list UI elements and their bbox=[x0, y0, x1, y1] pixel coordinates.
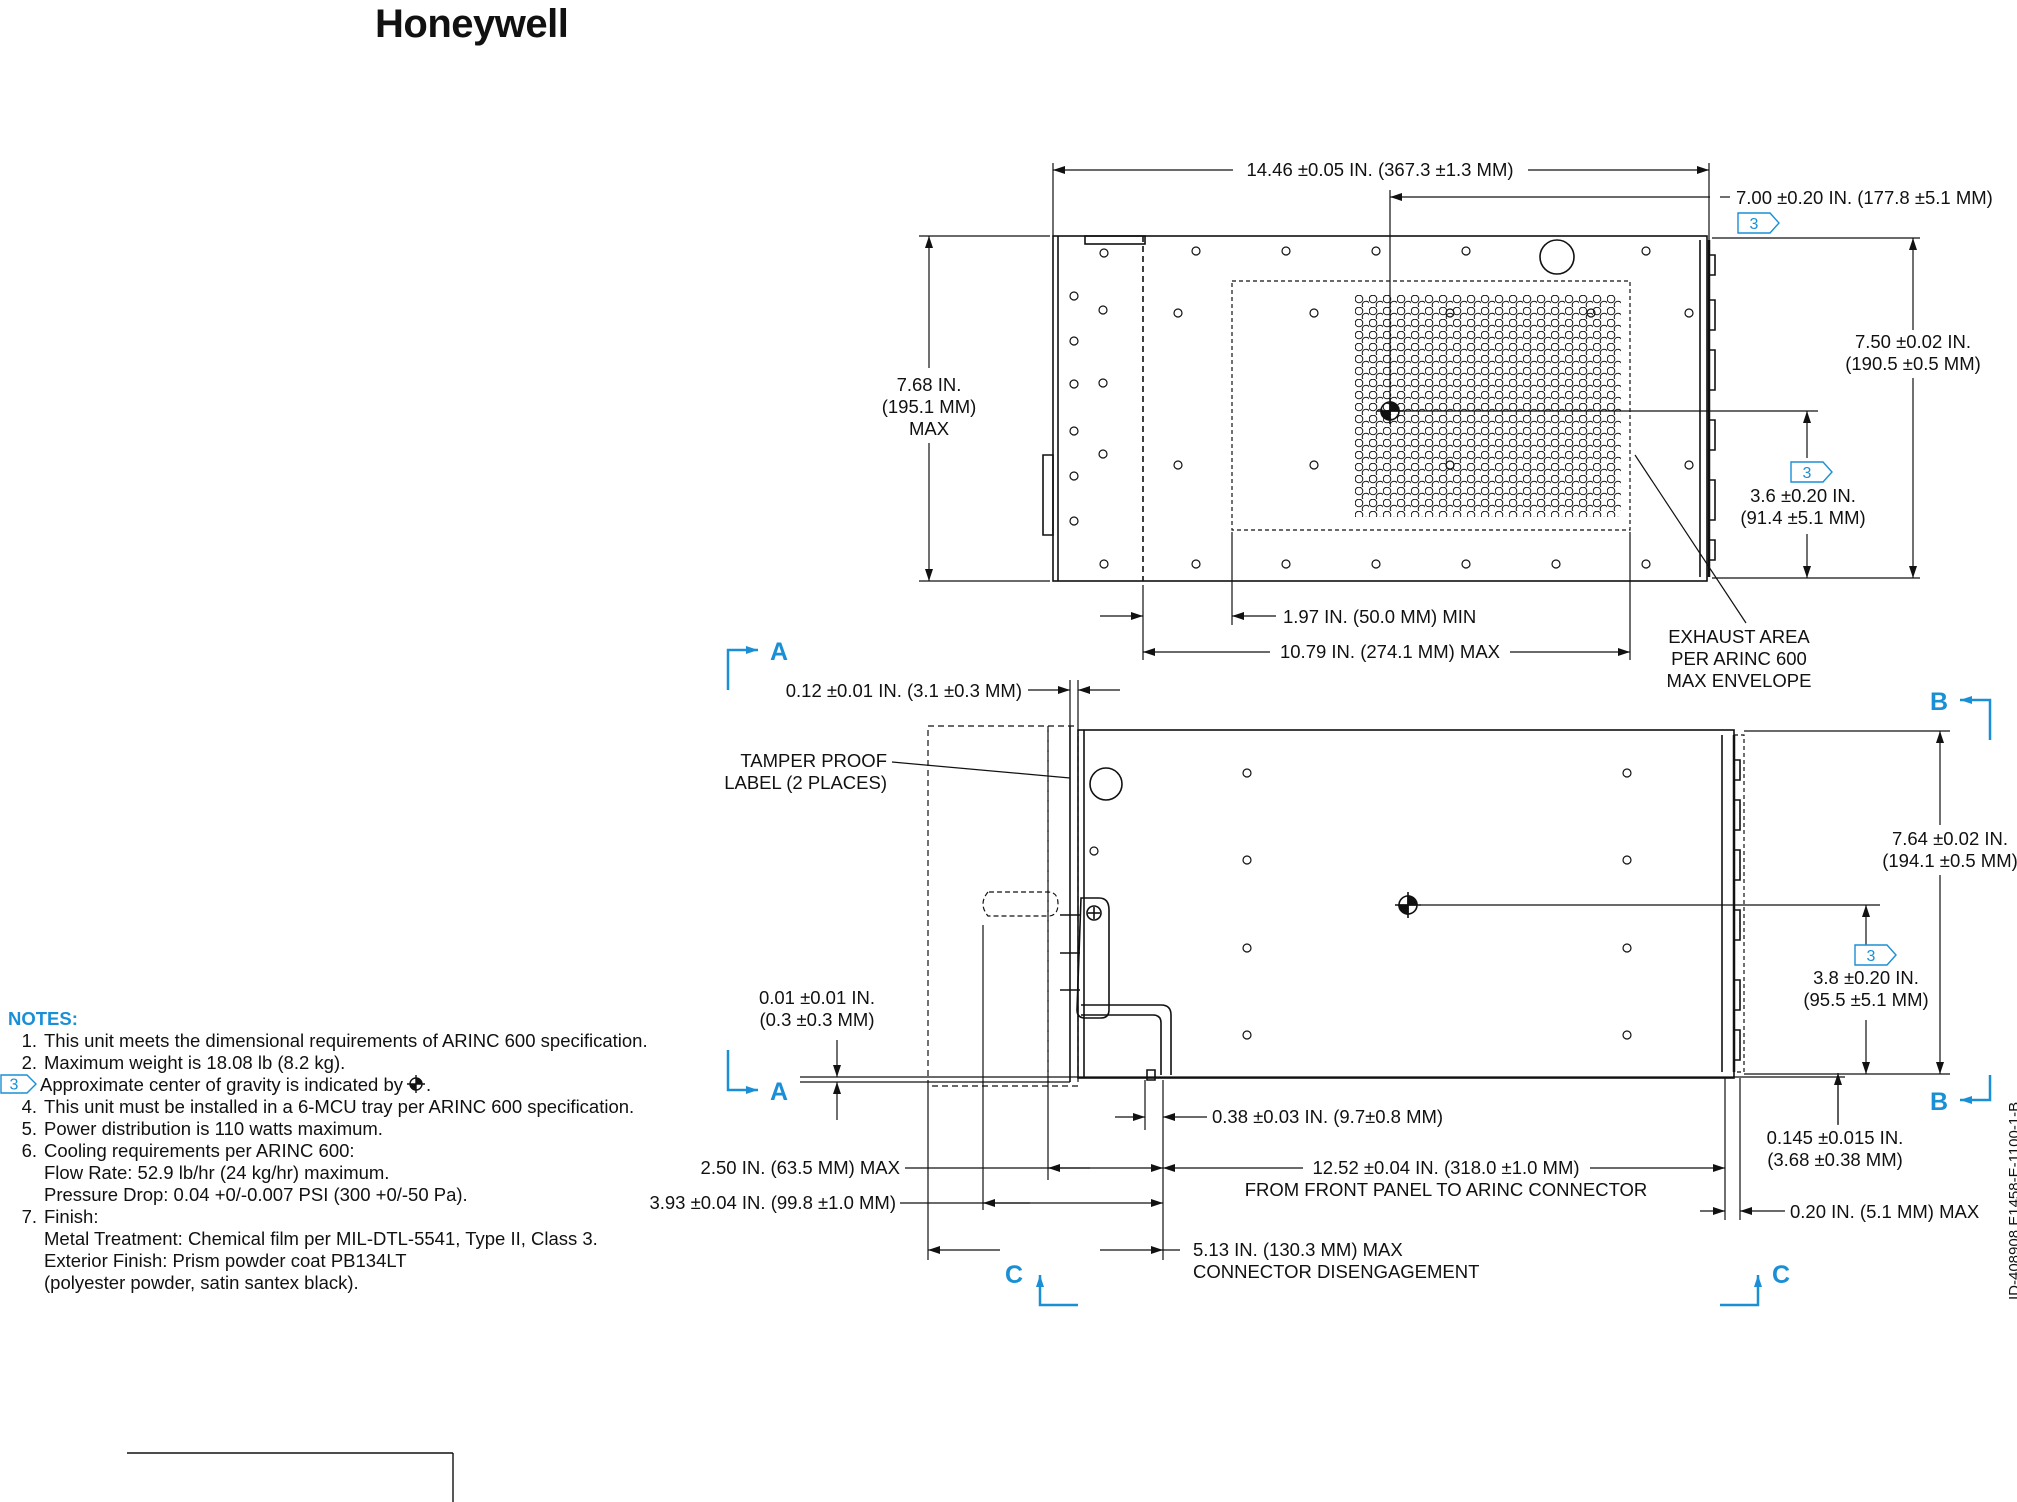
note-6-pressure-drop: Pressure Drop: 0.04 +0/-0.007 PSI (300 +… bbox=[44, 1184, 468, 1205]
dim-side-height-line2: (194.1 ±0.5 MM) bbox=[1882, 850, 2017, 871]
exhaust-label-line1: EXHAUST AREA bbox=[1668, 626, 1810, 647]
dim-cg-top-y-line2: (91.4 ±5.1 MM) bbox=[1740, 507, 1865, 528]
dim-cg-side-y-line1: 3.8 ±0.20 IN. bbox=[1813, 967, 1919, 988]
dim-rear-offset-line2: (3.68 ±0.38 MM) bbox=[1767, 1149, 1903, 1170]
section-c-left-label: C bbox=[1005, 1261, 1023, 1289]
callout-flag-top-1-label: 3 bbox=[1750, 216, 1759, 233]
section-a-top-label: A bbox=[770, 638, 788, 666]
dim-max-height-line1: 7.68 IN. bbox=[897, 374, 962, 395]
section-b-top-marker bbox=[1960, 696, 1992, 740]
dim-exhaust-max: 10.79 IN. (274.1 MM) MAX bbox=[1280, 641, 1500, 662]
section-c-left-marker bbox=[1036, 1275, 1078, 1307]
dim-width-line2: (190.5 ±0.5 MM) bbox=[1845, 353, 1981, 374]
section-c-right-label: C bbox=[1772, 1261, 1790, 1289]
dim-bottom-offset-line1: 0.01 ±0.01 IN. bbox=[759, 987, 875, 1008]
side-view-screws bbox=[1089, 768, 1632, 1040]
side-cg-symbol bbox=[1395, 892, 1421, 918]
section-b-top-label: B bbox=[1930, 688, 1948, 716]
dim-width-line1: 7.50 ±0.02 IN. bbox=[1855, 331, 1971, 352]
dim-disengage-line2: CONNECTOR DISENGAGEMENT bbox=[1193, 1261, 1479, 1282]
vent-hole-pattern bbox=[1355, 295, 1621, 517]
dim-rear-max: 0.20 IN. (5.1 MM) MAX bbox=[1790, 1201, 1979, 1222]
dim-max-height-line3: MAX bbox=[909, 418, 949, 439]
section-a-bottom-marker bbox=[726, 1050, 758, 1094]
dim-max-height-line2: (195.1 MM) bbox=[882, 396, 977, 417]
exhaust-area-envelope bbox=[1231, 280, 1631, 531]
tamper-label-line2: LABEL (2 PLACES) bbox=[724, 772, 887, 793]
tamper-leader bbox=[891, 761, 1071, 779]
dim-disengage-line1: 5.13 IN. (130.3 MM) MAX bbox=[1193, 1239, 1403, 1260]
document-id: ID-408908 E1458-E-1100-1-B bbox=[2006, 1101, 2017, 1300]
dim-front-to-connector-line2: FROM FRONT PANEL TO ARINC CONNECTOR bbox=[1245, 1179, 1648, 1200]
handle-envelope bbox=[927, 725, 1049, 1087]
dim-overall-length: 14.46 ±0.05 IN. (367.3 ±1.3 MM) bbox=[1246, 159, 1513, 180]
note-7-finish-detail: (polyester powder, satin santex black). bbox=[44, 1272, 359, 1293]
section-c-right-marker bbox=[1720, 1275, 1762, 1307]
dim-handle-extension: 3.93 ±0.04 IN. (99.8 ±1.0 MM) bbox=[649, 1192, 896, 1213]
exhaust-label-line2: PER ARINC 600 bbox=[1671, 648, 1807, 669]
section-b-bottom-marker bbox=[1960, 1075, 1992, 1104]
dim-side-height-line1: 7.64 ±0.02 IN. bbox=[1892, 828, 2008, 849]
note-6-flow-rate: Flow Rate: 52.9 lb/hr (24 kg/hr) maximum… bbox=[44, 1162, 390, 1183]
top-cg-symbol bbox=[1377, 398, 1403, 424]
center-of-gravity-icon bbox=[406, 1074, 426, 1094]
note-6: 6.Cooling requirements per ARINC 600: bbox=[21, 1140, 355, 1161]
tamper-label-line1: TAMPER PROOF bbox=[740, 750, 887, 771]
note-7-metal-treatment: Metal Treatment: Chemical film per MIL-D… bbox=[44, 1228, 598, 1249]
honeywell-logo: Honeywell bbox=[375, 2, 569, 46]
top-round-feature bbox=[1539, 239, 1575, 275]
notes-block: NOTES: 1.This unit meets the dimensional… bbox=[0, 1008, 648, 1294]
note-3-flag-number: 3 bbox=[10, 1077, 19, 1094]
exhaust-leader bbox=[1634, 454, 1747, 624]
note-5: 5.Power distribution is 110 watts maximu… bbox=[21, 1118, 383, 1139]
dim-front-to-connector-line1: 12.52 ±0.04 IN. (318.0 ±1.0 MM) bbox=[1312, 1157, 1579, 1178]
section-a-top-marker bbox=[726, 646, 758, 690]
callout-flag-top bbox=[1737, 212, 1833, 483]
dim-cg-side-y-line2: (95.5 ±5.1 MM) bbox=[1803, 989, 1928, 1010]
note-7: 7.Finish: bbox=[21, 1206, 99, 1227]
note-1: 1.This unit meets the dimensional requir… bbox=[21, 1030, 648, 1051]
dim-rear-offset-line1: 0.145 ±0.015 IN. bbox=[1767, 1127, 1904, 1148]
dim-handle-max: 2.50 IN. (63.5 MM) MAX bbox=[701, 1157, 900, 1178]
callout-flag-side-label: 3 bbox=[1867, 948, 1876, 965]
section-a-bottom-label: A bbox=[770, 1078, 788, 1106]
top-view-outline bbox=[1052, 235, 1708, 582]
note-2: 2.Maximum weight is 18.08 lb (8.2 kg). bbox=[21, 1052, 346, 1073]
side-view bbox=[927, 725, 1745, 1087]
top-view bbox=[1042, 235, 1716, 582]
section-b-bottom-label: B bbox=[1930, 1088, 1948, 1116]
handle-open-dashed bbox=[982, 891, 1059, 917]
notes-title: NOTES: bbox=[8, 1008, 78, 1029]
callout-flag-side bbox=[1854, 944, 1897, 966]
exhaust-label-line3: MAX ENVELOPE bbox=[1667, 670, 1812, 691]
handle bbox=[1076, 897, 1110, 1019]
tamper-proof-label-circle bbox=[1089, 767, 1123, 801]
note-3-flag-icon: 3 bbox=[0, 1074, 38, 1094]
title-block-corner bbox=[127, 1452, 454, 1502]
side-view-outline bbox=[1077, 729, 1735, 1079]
callout-flag-top-2-label: 3 bbox=[1803, 465, 1812, 482]
dim-cg-top-y-line1: 3.6 ±0.20 IN. bbox=[1750, 485, 1856, 506]
dim-bottom-offset-line2: (0.3 ±0.3 MM) bbox=[759, 1009, 874, 1030]
note-4: 4.This unit must be installed in a 6-MCU… bbox=[21, 1096, 635, 1117]
dim-flange: 0.12 ±0.01 IN. (3.1 ±0.3 MM) bbox=[786, 680, 1022, 701]
dim-exhaust-min: 1.97 IN. (50.0 MM) MIN bbox=[1283, 606, 1476, 627]
top-view-screws bbox=[1069, 246, 1694, 569]
dim-front-gap: 0.38 ±0.03 IN. (9.7±0.8 MM) bbox=[1212, 1106, 1443, 1127]
note-3: 3 Approximate center of gravity is indic… bbox=[0, 1074, 648, 1096]
note-7-exterior-finish: Exterior Finish: Prism powder coat PB134… bbox=[44, 1250, 407, 1271]
dim-cg-top-x: 7.00 ±0.20 IN. (177.8 ±5.1 MM) bbox=[1736, 187, 1993, 208]
